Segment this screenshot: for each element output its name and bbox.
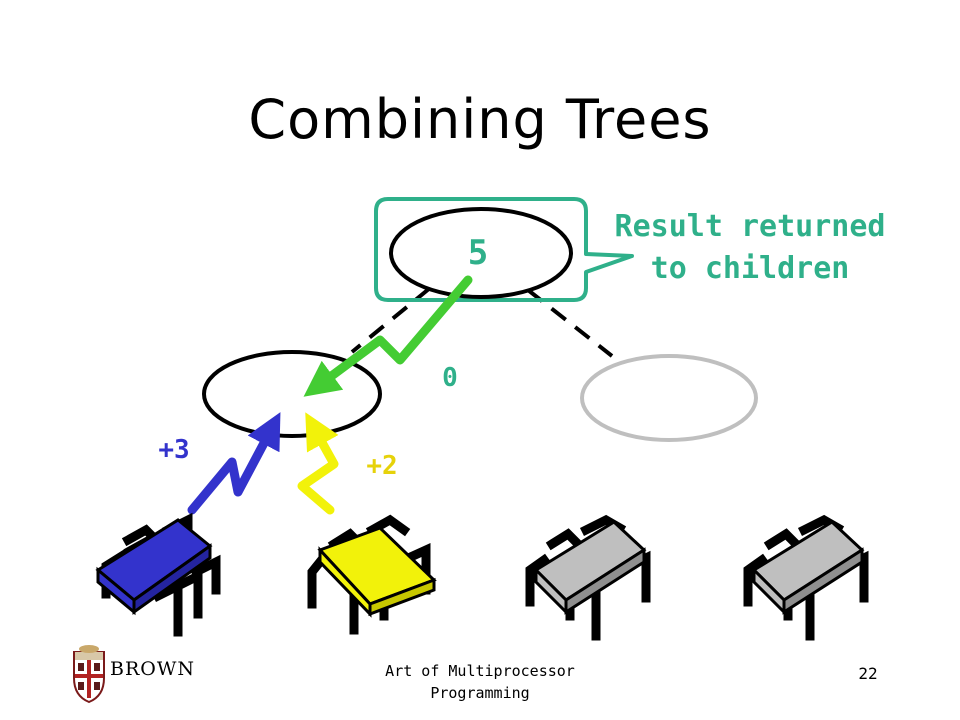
callout-text: Result returned to children (600, 206, 900, 290)
blue-thread-label: +3 (158, 435, 189, 465)
brown-logo-text: BROWN (110, 658, 195, 680)
footer-line-1: Art of Multiprocessor (385, 662, 575, 680)
processor-chip-yellow (307, 514, 437, 635)
blue-thread-arrow (187, 412, 281, 515)
slide-title: Combining Trees (248, 88, 712, 151)
callout-line-1: Result returned (614, 209, 886, 244)
page-number: 22 (858, 664, 878, 683)
processor-chip-blue (95, 512, 221, 637)
yellow-thread-label: +2 (366, 451, 397, 481)
callout-line-2: to children (650, 251, 850, 286)
footer-course-title: Art of Multiprocessor Programming (360, 660, 600, 704)
right-child-node (580, 354, 758, 442)
processor-chip-gray-2 (743, 514, 869, 641)
result-return-arrow (303, 275, 473, 397)
processor-chip-gray-1 (525, 514, 651, 641)
footer-line-2: Programming (430, 684, 530, 702)
yellow-thread-arrow (297, 412, 339, 515)
callout-bubble (374, 197, 634, 302)
root-node (389, 207, 573, 299)
brown-shield-logo (73, 645, 105, 704)
return-value-label: 0 (442, 363, 458, 393)
root-node-value: 5 (468, 233, 488, 273)
